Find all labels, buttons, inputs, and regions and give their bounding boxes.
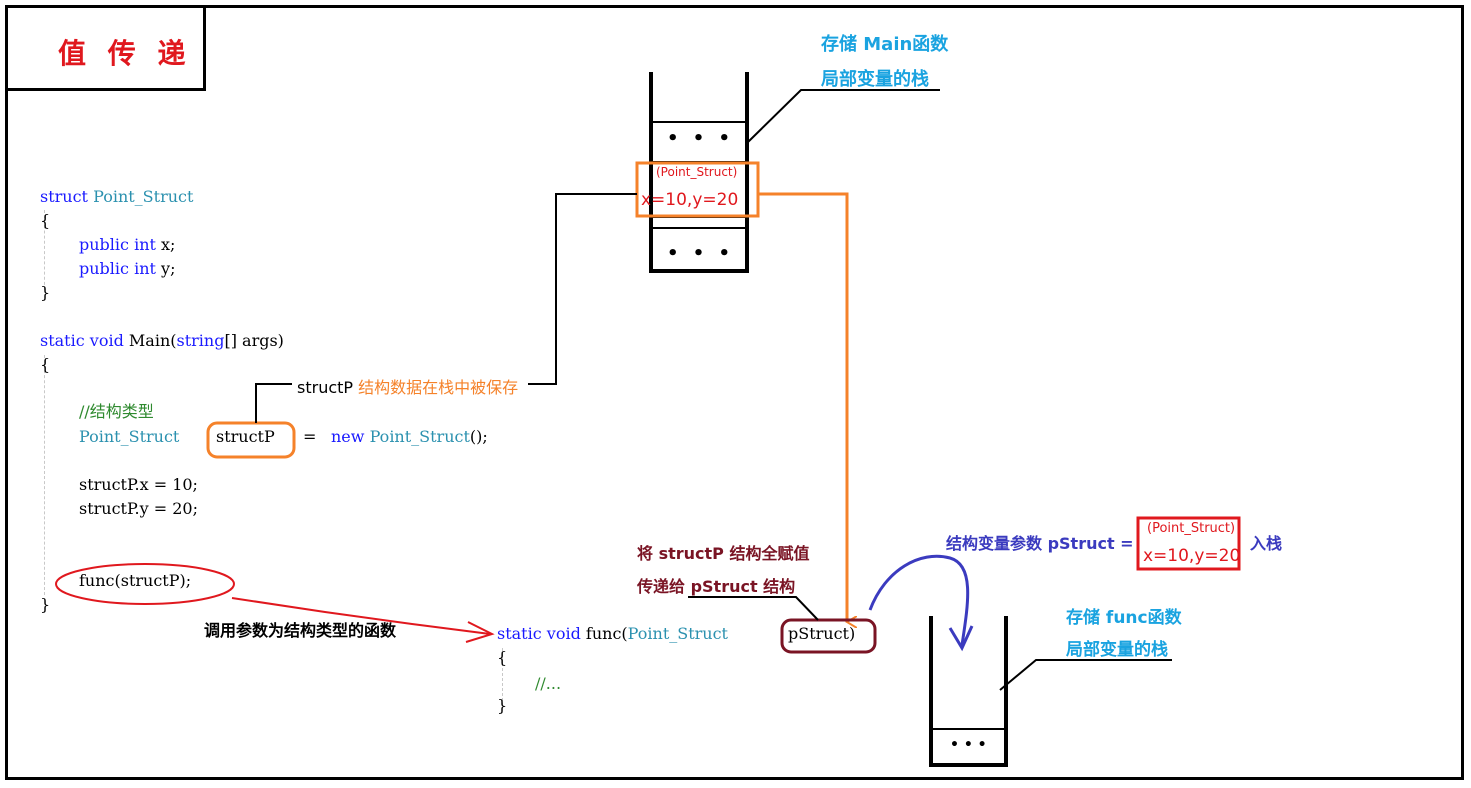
keyword: public: [79, 259, 129, 278]
declaration-line: Point_Struct: [79, 425, 179, 449]
type-name: Point_Struct: [369, 427, 470, 446]
copy-arrow: [758, 192, 847, 622]
param-push-label: 结构变量参数 pStruct =: [946, 534, 1134, 553]
field-name: x;: [161, 235, 176, 254]
main-stack-pointer-line: [746, 89, 940, 144]
title-box: 值 传 递: [5, 5, 206, 91]
code-comment: //...: [535, 674, 562, 693]
indent-guide: [44, 355, 45, 595]
ctor-parens: ();: [469, 427, 488, 446]
param-box-type: (Point_Struct): [1147, 521, 1236, 536]
type-name: Point_Struct: [79, 427, 180, 446]
params: [] args): [224, 331, 284, 350]
keyword: static: [40, 331, 85, 350]
method-name: Main(: [128, 331, 177, 350]
brace: {: [40, 211, 51, 230]
pStruct-highlight: [780, 618, 877, 654]
field-name: y;: [161, 259, 176, 278]
indent-guide: [502, 648, 503, 706]
keyword: void: [89, 331, 124, 350]
assign-y-line: structP.y = 20;: [79, 499, 198, 518]
brace: }: [497, 696, 508, 715]
main-signature-line: static void Main(string[] args): [40, 329, 284, 353]
call-arrow: [231, 597, 491, 635]
indent-guide: [44, 210, 45, 290]
page-title: 值 传 递: [58, 37, 192, 70]
func-call-highlight: [55, 563, 235, 605]
func-stack-caption-line1: 存储 func函数: [1066, 608, 1182, 628]
struct-cell-type: (Point_Struct): [656, 165, 738, 179]
func-stack-pointer-line: [999, 659, 1172, 691]
type-name: Point_Struct: [627, 624, 728, 643]
push-arrow: [868, 554, 970, 646]
keyword: int: [134, 235, 156, 254]
diagram-frame: [5, 5, 1464, 780]
method-name: func(: [585, 624, 628, 643]
code-comment: //结构类型: [79, 402, 154, 421]
func-stack-caption-line2: 局部变量的栈: [1066, 640, 1168, 660]
keyword: string: [176, 331, 225, 350]
param-box-value: x=10,y=20: [1143, 546, 1241, 566]
push-arrowhead: [948, 625, 974, 652]
assign-x-line: structP.x = 10;: [79, 475, 198, 494]
copy-callout-line: [688, 596, 819, 621]
brace: }: [40, 595, 51, 614]
brace: {: [40, 355, 51, 374]
keyword: void: [546, 624, 581, 643]
stack-ellipsis: • • •: [667, 243, 735, 264]
field-line: public int x;: [79, 233, 175, 257]
push-label: 入栈: [1250, 534, 1283, 553]
main-stack-caption-line2: 局部变量的栈: [821, 69, 929, 90]
assign-op: =: [303, 427, 317, 446]
brace: {: [497, 648, 508, 667]
struct-stack-cell: [635, 161, 760, 218]
keyword: new: [331, 427, 365, 446]
struct-cell-value: x=10,y=20: [641, 190, 739, 210]
copy-note-line2: 传递给 pStruct 结构: [637, 577, 796, 596]
param-value-box: [1136, 516, 1241, 571]
copy-note-line1: 将 structP 结构全赋值: [637, 544, 810, 563]
keyword: public: [79, 235, 129, 254]
structP-to-stack-line: [528, 193, 637, 385]
keyword: struct: [40, 187, 88, 206]
func-call-line: func(structP);: [79, 571, 192, 590]
field-line: public int y;: [79, 257, 175, 281]
call-arrowhead: [465, 621, 495, 643]
func-signature-line: static void func(Point_Struct: [497, 622, 728, 646]
keyword: static: [497, 624, 542, 643]
structP-saved-note: structP 结构数据在栈中被保存: [297, 374, 518, 398]
variable-structP: structP: [216, 427, 275, 446]
structP-label: structP: [297, 378, 359, 397]
saved-desc: 结构数据在栈中被保存: [358, 378, 519, 397]
struct-declaration-line: struct Point_Struct: [40, 185, 193, 209]
brace: }: [40, 283, 51, 302]
func-stack: [929, 616, 1008, 767]
type-name: Point_Struct: [93, 187, 194, 206]
param-pStruct: pStruct): [788, 624, 856, 643]
structP-callout-line: [255, 383, 292, 423]
stack-ellipsis: • • •: [667, 128, 735, 149]
stack-ellipsis: • • •: [950, 737, 987, 753]
keyword: int: [134, 259, 156, 278]
structP-highlight: [206, 421, 296, 459]
call-description: 调用参数为结构类型的函数: [204, 621, 397, 640]
main-stack-caption-line1: 存储 Main函数: [821, 34, 949, 55]
new-expression: new Point_Struct();: [331, 425, 488, 449]
